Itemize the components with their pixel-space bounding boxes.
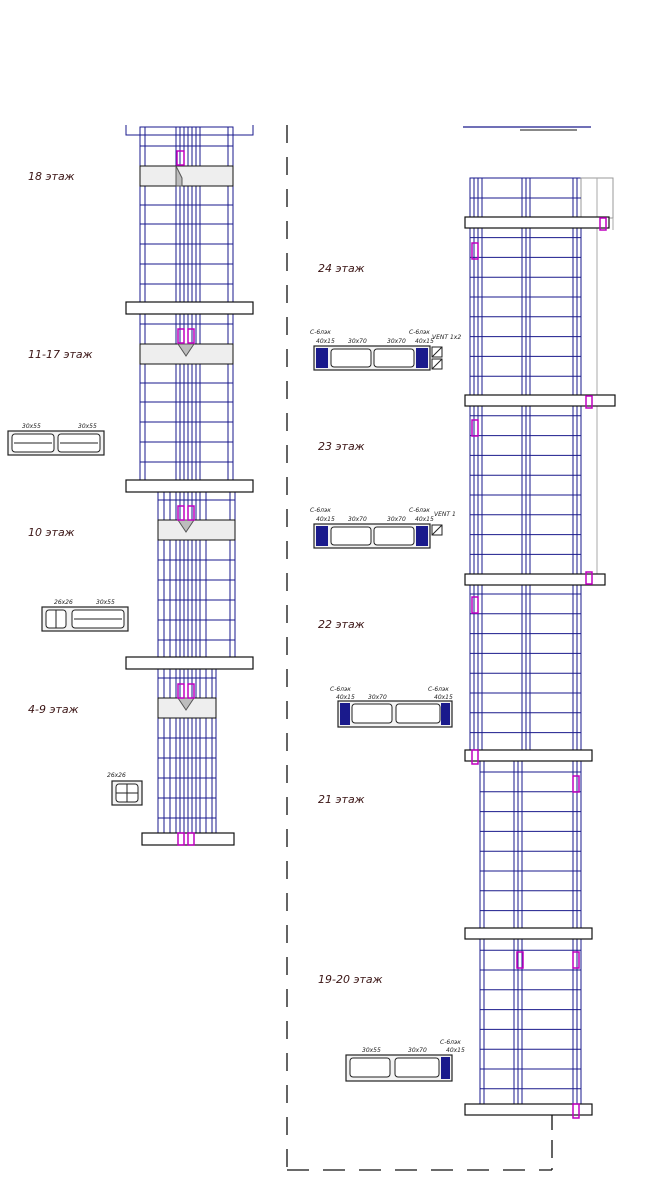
left-section-3: 26x26	[107, 772, 143, 806]
section-size-label: 40x15	[336, 694, 355, 701]
left-section-1: 30x55 30x55	[7, 423, 105, 456]
left-riser-segment-lower	[157, 659, 217, 839]
floor-label-24: 24 этаж	[318, 262, 365, 275]
left-riser-rungs	[140, 145, 235, 819]
right-section-2: С-6лэк 40x15 30x70 30x70 С-6лэк 40x15 VE…	[310, 507, 456, 549]
floor-label-23: 23 этаж	[318, 440, 365, 453]
vent-label: VENT 1x2	[432, 334, 461, 341]
section-size-label: 30x70	[348, 338, 367, 345]
section-size-label: 40x15	[316, 516, 335, 523]
left-section-2: 26x26 30x55	[41, 599, 129, 632]
section-size-label: 26x26	[54, 599, 73, 606]
floor-label-18: 18 этаж	[28, 170, 75, 183]
section-size-label: 30x70	[368, 694, 387, 701]
section-size-label: 30x55	[22, 423, 41, 430]
slab	[464, 927, 593, 940]
right-section-4: 30x55 30x70 С-6лэк 40x15	[345, 1039, 465, 1082]
floor-label-21: 21 этаж	[318, 793, 365, 806]
section-size-label: 40x15	[446, 1047, 465, 1054]
section-size-label: 30x70	[387, 338, 406, 345]
slab	[464, 216, 610, 229]
slab	[464, 749, 593, 762]
left-riser-top-cap	[125, 125, 254, 136]
vent-label: VENT 1	[434, 511, 456, 518]
floor-label-4-9: 4-9 этаж	[28, 703, 79, 716]
right-sleeves	[471, 217, 607, 1119]
section-type-label: С-6лэк	[440, 1039, 461, 1046]
section-type-label: С-6лэк	[310, 329, 331, 336]
section-size-label: 30x55	[96, 599, 115, 606]
section-size-label: 30x70	[387, 516, 406, 523]
slab	[125, 301, 254, 315]
right-riser-rungs	[470, 197, 581, 1110]
section-size-label: 40x15	[415, 338, 434, 345]
section-type-label: С-6лэк	[310, 507, 331, 514]
right-section-3: С-6лэк 40x15 30x70 С-6лэк 40x15	[330, 686, 453, 728]
slab	[125, 656, 254, 670]
left-riser-offset-marks	[175, 165, 195, 711]
slab	[464, 1103, 593, 1116]
section-size-label: 40x15	[415, 516, 434, 523]
section-type-label: С-6лэк	[330, 686, 351, 693]
section-type-label: С-6лэк	[409, 329, 430, 336]
left-sleeves	[176, 150, 195, 846]
section-type-label: С-6лэк	[428, 686, 449, 693]
floor-label-22: 22 этаж	[318, 618, 365, 631]
floor-label-10: 10 этаж	[28, 526, 75, 539]
slab	[464, 573, 606, 586]
floor-label-11-17: 11-17 этаж	[28, 348, 93, 361]
right-floor-slabs	[464, 216, 616, 1116]
dashed-boundary	[286, 125, 553, 1171]
section-size-label: 30x55	[362, 1047, 381, 1054]
section-size-label: 30x70	[408, 1047, 427, 1054]
section-size-label: 40x15	[434, 694, 453, 701]
section-type-label: С-6лэк	[409, 507, 430, 514]
section-size-label: 30x70	[348, 516, 367, 523]
section-size-label: 26x26	[107, 772, 126, 779]
section-size-label: 30x55	[78, 423, 97, 430]
section-size-label: 40x15	[316, 338, 335, 345]
slab	[464, 394, 616, 407]
right-section-1: С-6лэк 40x15 30x70 30x70 С-6лэк 40x15 VE…	[310, 329, 461, 371]
slab	[125, 479, 254, 493]
floor-label-19-20: 19-20 этаж	[318, 973, 383, 986]
